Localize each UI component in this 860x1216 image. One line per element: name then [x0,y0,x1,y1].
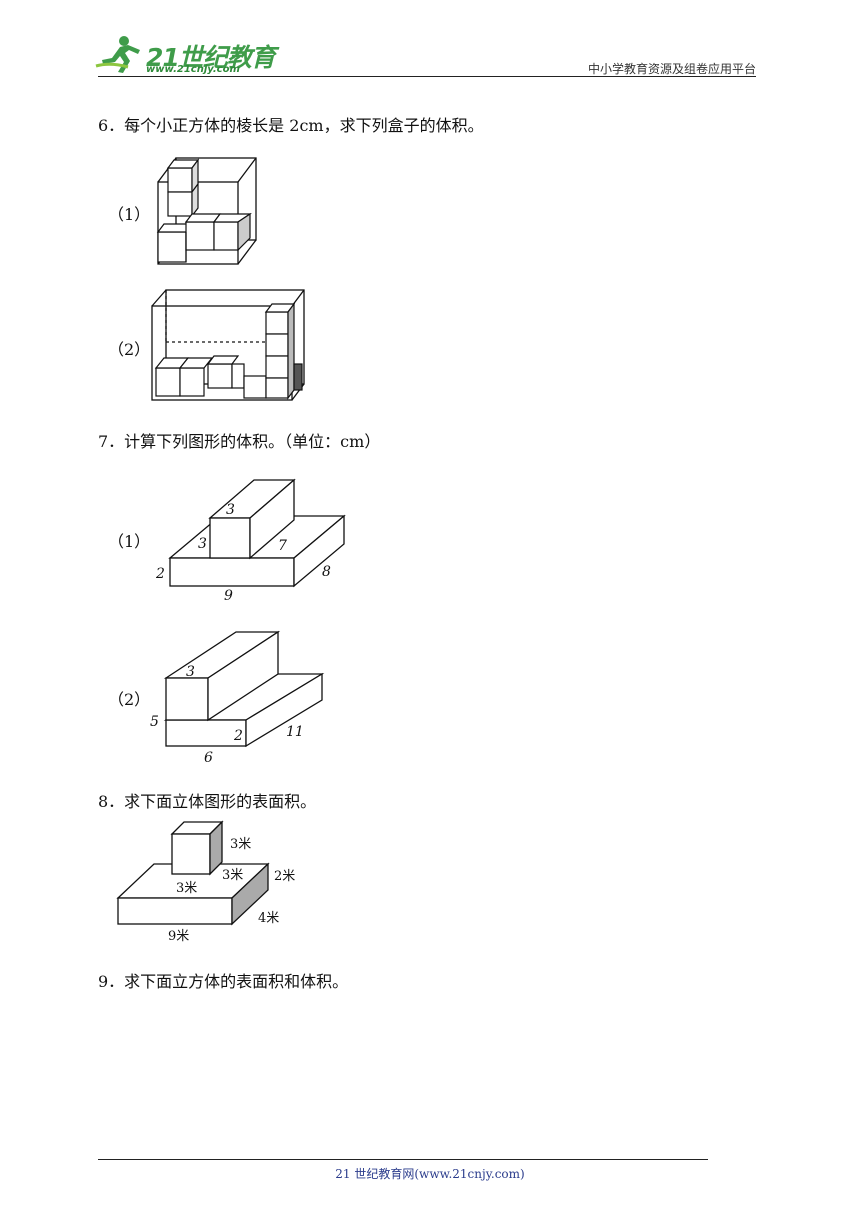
footer-divider [98,1159,708,1160]
q7-1-base-depth-label: 8 [322,564,331,580]
q6-sub1-label: （1） [108,205,151,224]
runner-logo-icon [95,36,140,73]
q7-1-base-width-label: 9 [224,588,233,604]
q7-sub1-label: （1） [108,532,151,551]
header-divider [98,76,756,77]
question-8: 8．求下面立体图形的表面积。 [98,792,317,811]
q6-box1-figure [156,157,257,265]
q7-1-top-label: 3 [226,502,235,518]
q7-2-height-base-label: 2 [233,728,243,744]
q8-cube-depth-label: 3米 [222,868,243,883]
q8-base-height-label: 4米 [258,911,279,926]
q7-sub2-label: （2） [108,690,151,709]
q7-2-depth-label: 11 [286,724,304,740]
question-7: 7．计算下列图形的体积。（单位：cm） [98,432,381,451]
q7-1-top-depth-label: 7 [278,538,287,554]
header-platform-text: 中小学教育资源及组卷应用平台 [587,62,756,76]
q7-2-width-label: 6 [204,750,213,766]
logo-url: www.21cnjy.com [146,64,240,75]
logo-text: 21世纪教育 [146,43,276,72]
q7-1-top-height-label: 3 [198,536,207,552]
q8-figure: 3米 3米 3米 2米 4米 9米 [116,820,295,944]
footer-text: 21 世纪教育网(www.21cnjy.com) [335,1167,525,1181]
q6-sub2-label: （2） [108,340,151,359]
question-9: 9．求下面立方体的表面积和体积。 [98,972,349,991]
question-6: 6．每个小正方体的棱长是 2cm，求下列盒子的体积。 [98,116,484,135]
q7-fig2: 3 5 2 6 11 [150,630,325,766]
q8-base-depth-label: 2米 [274,869,295,884]
q7-1-base-height-label: 2 [155,566,165,582]
q8-base-width-label: 9米 [168,929,189,944]
q8-cube-height-label: 3米 [230,837,251,852]
q8-cube-width-label: 3米 [176,881,197,896]
q7-2-top-label: 3 [186,664,195,680]
q7-fig1: 3 3 7 2 9 8 [155,478,346,604]
q7-2-height-total-label: 5 [150,714,159,730]
q6-box2-figure [151,289,305,401]
